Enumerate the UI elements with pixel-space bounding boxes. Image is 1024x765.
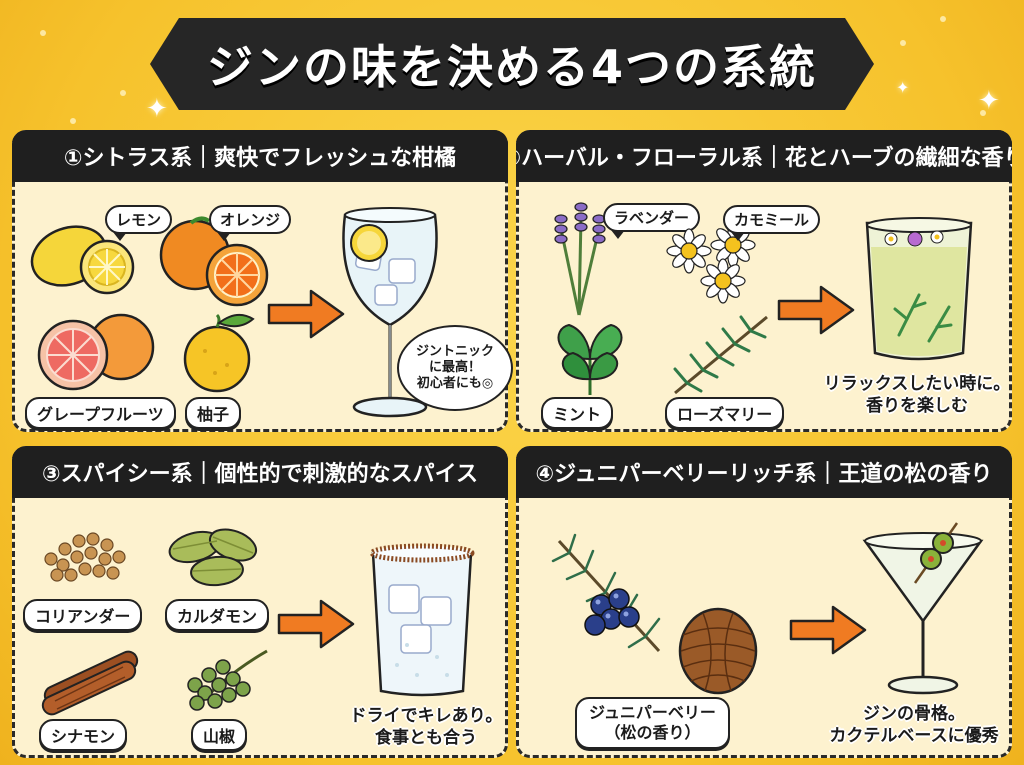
cardamom-label: カルダモン [165,599,270,631]
coriander-icon [44,532,126,582]
juniper-caption-text: ジンの骨格。 カクテルベースに優秀 [829,704,999,747]
sansho-label: 山椒 [191,719,248,751]
coriander-label: コリアンダー [23,599,143,631]
arrow-icon [777,285,855,335]
mint-label: ミント [541,397,614,429]
gin-tonic-glass-icon [342,207,438,418]
cinnamon-label: シナモン [39,719,128,751]
rocks-glass-icon [369,543,475,697]
rosemary-label: ローズマリー [665,397,785,429]
yuzu-label: 柚子 [185,397,242,429]
herbal-glass-icon [865,217,973,361]
panel-citrus: ①シトラス系｜爽快でフレッシュな柑橘 レモン オレンジ グレープフルーツ 柚子 [12,130,513,432]
panel-herbal-floral: ②ハーバル・フローラル系｜花とハーブの繊細な香り ラベンダー カモミール [516,130,1012,432]
arrow-icon [267,289,345,339]
rosemary-icon [673,315,768,395]
lemon-label: レモン [105,205,173,241]
panel-spicy: ③スパイシー系｜個性的で刺激的なスパイス コリアンダー カルダモン シナモン [12,446,508,758]
arrow-icon [789,605,867,655]
herbal-caption: リラックスしたい時に。 香りを楽しむ [819,373,1015,417]
mint-icon [557,323,623,395]
page-title: ジンの味を決める4つの系統 [206,40,817,94]
cardamom-icon [168,528,258,587]
juniper-label: ジュニパーベリー （松の香り） [575,697,730,749]
chamomile-label: カモミール [723,205,821,241]
panel-header: ③スパイシー系｜個性的で刺激的なスパイス [12,446,508,498]
gin-tonic-speech-bubble: ジントニック に最高！ 初心者にも◎ [397,325,513,411]
lemon-icon [30,225,135,295]
lavender-icon [554,202,606,316]
sparkle-icon: ✦ [896,78,910,97]
panel-header: ①シトラス系｜爽快でフレッシュな柑橘 [12,130,508,182]
yuzu-icon [183,313,255,393]
chamomile-icon [666,222,756,304]
lavender-label: ラベンダー [603,203,701,239]
sparkle-icon: ✦ [146,94,168,124]
spicy-caption: ドライでキレあり。 食事とも合う [341,705,511,749]
herbal-caption-text: リラックスしたい時に。 香りを楽しむ [823,374,1011,417]
grapefruit-icon [37,313,155,391]
orange-label: オレンジ [209,205,292,241]
sansho-icon [187,649,268,711]
juniper-caption: ジンの骨格。 カクテルベースに優秀 [815,703,1013,747]
arrow-icon [277,599,355,649]
panel-header: ④ジュニパーベリーリッチ系｜王道の松の香り [516,446,1012,498]
title-banner: ジンの味を決める4つの系統 [150,18,874,110]
cinnamon-icon [41,650,139,716]
sparkle-icon: ✦ [978,86,1000,116]
panel-header: ②ハーバル・フローラル系｜花とハーブの繊細な香り [516,130,1012,182]
spicy-caption-text: ドライでキレあり。 食事とも合う [349,706,503,749]
pinecone-icon [678,607,758,695]
orange-icon [159,216,269,307]
martini-glass-icon [862,522,984,695]
panel-juniper: ④ジュニパーベリーリッチ系｜王道の松の香り ジュニパーベリー （松の香り） [516,446,1012,758]
grapefruit-label: グレープフルーツ [25,397,176,429]
juniper-icon [551,533,661,653]
